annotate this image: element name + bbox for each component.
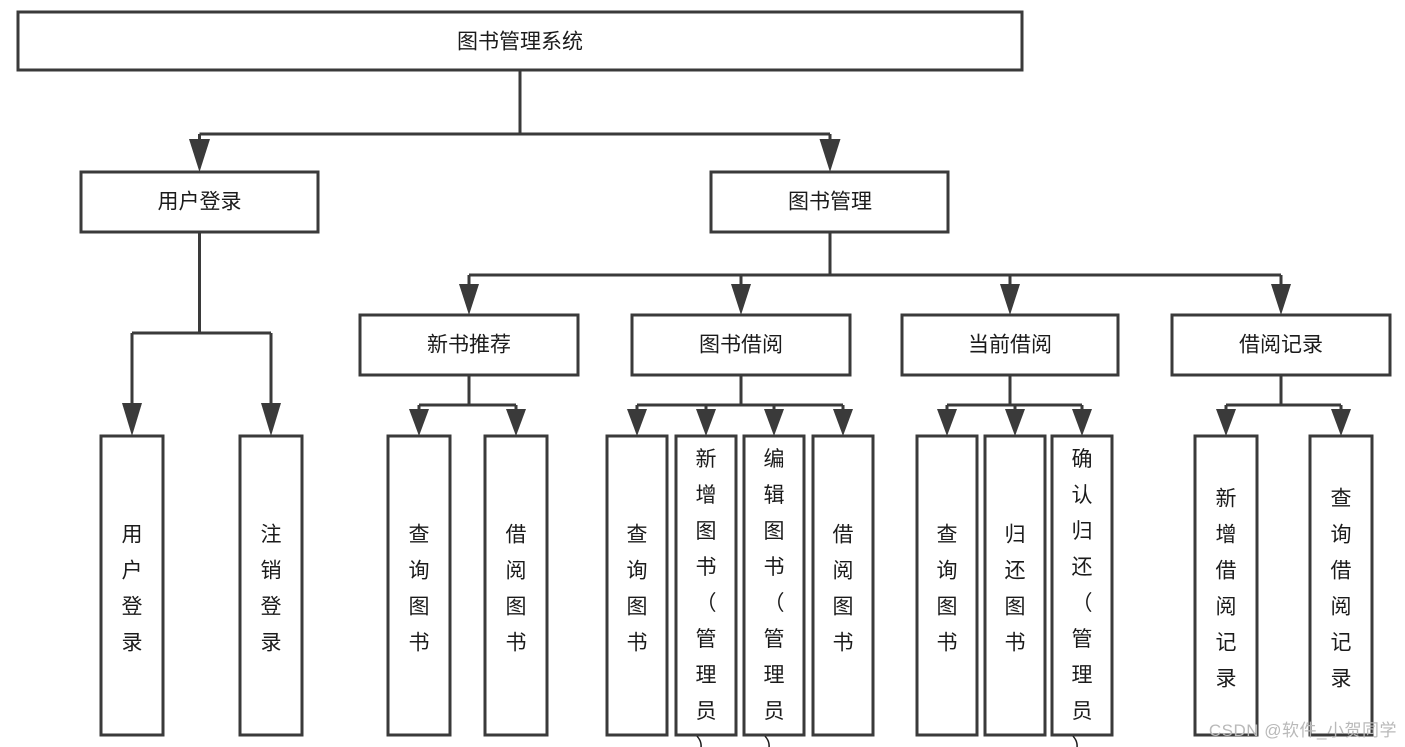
arrowhead-leaf-borrow-book-2 (833, 409, 853, 436)
arrowhead-leaf-query-record (1331, 409, 1351, 436)
leaf-user-login-label: 用户登录 (122, 524, 143, 655)
arrowhead-leaf-edit-book (764, 409, 784, 436)
node-current-borrow-box[interactable] (900, 313, 1120, 377)
leaf-query-record-box[interactable] (1308, 434, 1374, 737)
node-root-box[interactable] (16, 10, 1024, 72)
leaf-user-logout-label: 注销登录 (261, 524, 282, 655)
leaf-add-book[interactable]: 新增图书（管理员） (674, 434, 738, 747)
arrowhead-leaf-add-record (1216, 409, 1236, 436)
leaf-borrow-book-2[interactable]: 借阅图书 (811, 434, 875, 737)
arrowhead-user-login (189, 139, 210, 172)
leaf-query-record[interactable]: 查询借阅记录 (1308, 434, 1374, 737)
leaf-borrow-book-1[interactable]: 借阅图书 (483, 434, 549, 737)
node-borrow-record-box[interactable] (1170, 313, 1392, 377)
node-new-book-rec[interactable]: 新书推荐 (358, 313, 580, 377)
node-book-borrow-label: 图书借阅 (699, 334, 783, 357)
leaf-query-book-3[interactable]: 查询图书 (915, 434, 979, 737)
leaf-borrow-book-2-box[interactable] (811, 434, 875, 737)
arrowhead-book-borrow (731, 284, 751, 315)
leaf-edit-book-label: 编辑图书（管理员） (764, 448, 785, 747)
arrowhead-leaf-add-book (696, 409, 716, 436)
leaf-confirm-return-box[interactable] (1050, 434, 1114, 737)
node-new-book-rec-label: 新书推荐 (427, 334, 511, 357)
node-current-borrow[interactable]: 当前借阅 (900, 313, 1120, 377)
arrowhead-leaf-user-login (122, 403, 142, 436)
arrowhead-current-borrow (1000, 284, 1020, 315)
leaf-query-book-2-label: 查询图书 (627, 524, 648, 655)
leaf-add-record-box[interactable] (1193, 434, 1259, 737)
leaf-query-book-2[interactable]: 查询图书 (605, 434, 669, 737)
leaf-query-book-3-label: 查询图书 (937, 524, 958, 655)
leaf-return-book[interactable]: 归还图书 (983, 434, 1047, 737)
leaf-return-book-box[interactable] (983, 434, 1047, 737)
arrowhead-leaf-query-book-1 (409, 409, 429, 436)
arrowhead-book-manage (819, 139, 841, 172)
node-book-borrow-box[interactable] (630, 313, 852, 377)
leaf-edit-book[interactable]: 编辑图书（管理员） (742, 434, 806, 747)
arrowhead-leaf-query-book-2 (627, 409, 647, 436)
leaf-user-logout-box[interactable] (238, 434, 304, 737)
leaf-user-login[interactable]: 用户登录 (99, 434, 165, 737)
arrowhead-leaf-confirm-return (1072, 409, 1092, 436)
node-current-borrow-label: 当前借阅 (968, 334, 1052, 357)
arrowhead-new-book-rec (459, 284, 479, 315)
arrowhead-leaf-user-logout (261, 403, 281, 436)
node-book-borrow[interactable]: 图书借阅 (630, 313, 852, 377)
leaf-edit-book-box[interactable] (742, 434, 806, 737)
leaf-add-record[interactable]: 新增借阅记录 (1193, 434, 1259, 737)
node-user-login-label: 用户登录 (158, 191, 242, 214)
leaf-user-login-box[interactable] (99, 434, 165, 737)
connectors-layer (122, 70, 1351, 436)
node-new-book-rec-box[interactable] (358, 313, 580, 377)
node-root[interactable]: 图书管理系统 (16, 10, 1024, 72)
nodes-layer: 图书管理系统 用户登录 图书管理 新书推荐 图书借阅 (16, 10, 1392, 747)
leaf-borrow-book-1-label: 借阅图书 (506, 524, 527, 655)
leaf-confirm-return-label: 确认归还（管理员） (1072, 448, 1093, 747)
node-book-manage[interactable]: 图书管理 (709, 170, 950, 234)
leaf-return-book-label: 归还图书 (1005, 524, 1026, 655)
node-borrow-record[interactable]: 借阅记录 (1170, 313, 1392, 377)
node-book-manage-label: 图书管理 (788, 191, 872, 214)
leaf-query-book-3-box[interactable] (915, 434, 979, 737)
leaf-nodes-layer: 用户登录 注销登录 查询图书 借阅图书 查询图书 新增图书（管理员） 编辑图书（管理员） 借阅… (99, 434, 1374, 747)
leaf-query-record-label: 查询借阅记录 (1331, 488, 1352, 691)
leaf-borrow-book-2-label: 借阅图书 (833, 524, 854, 655)
node-user-login[interactable]: 用户登录 (79, 170, 320, 234)
leaf-add-book-box[interactable] (674, 434, 738, 737)
node-borrow-record-label: 借阅记录 (1239, 334, 1323, 357)
leaf-query-book-2-box[interactable] (605, 434, 669, 737)
leaf-borrow-book-1-box[interactable] (483, 434, 549, 737)
node-book-manage-box[interactable] (709, 170, 950, 234)
leaf-query-book-1-label: 查询图书 (409, 524, 430, 655)
arrowhead-leaf-return-book (1005, 409, 1025, 436)
node-root-label: 图书管理系统 (457, 31, 583, 54)
leaf-add-record-label: 新增借阅记录 (1216, 488, 1237, 691)
leaf-query-book-1[interactable]: 查询图书 (386, 434, 452, 737)
leaf-add-book-label: 新增图书（管理员） (696, 448, 717, 747)
leaf-user-logout[interactable]: 注销登录 (238, 434, 304, 737)
arrowhead-leaf-borrow-book-1 (506, 409, 526, 436)
arrowhead-borrow-record (1271, 284, 1291, 315)
arrowhead-leaf-query-book-3 (937, 409, 957, 436)
node-user-login-box[interactable] (79, 170, 320, 234)
leaf-confirm-return[interactable]: 确认归还（管理员） (1050, 434, 1114, 747)
leaf-query-book-1-box[interactable] (386, 434, 452, 737)
